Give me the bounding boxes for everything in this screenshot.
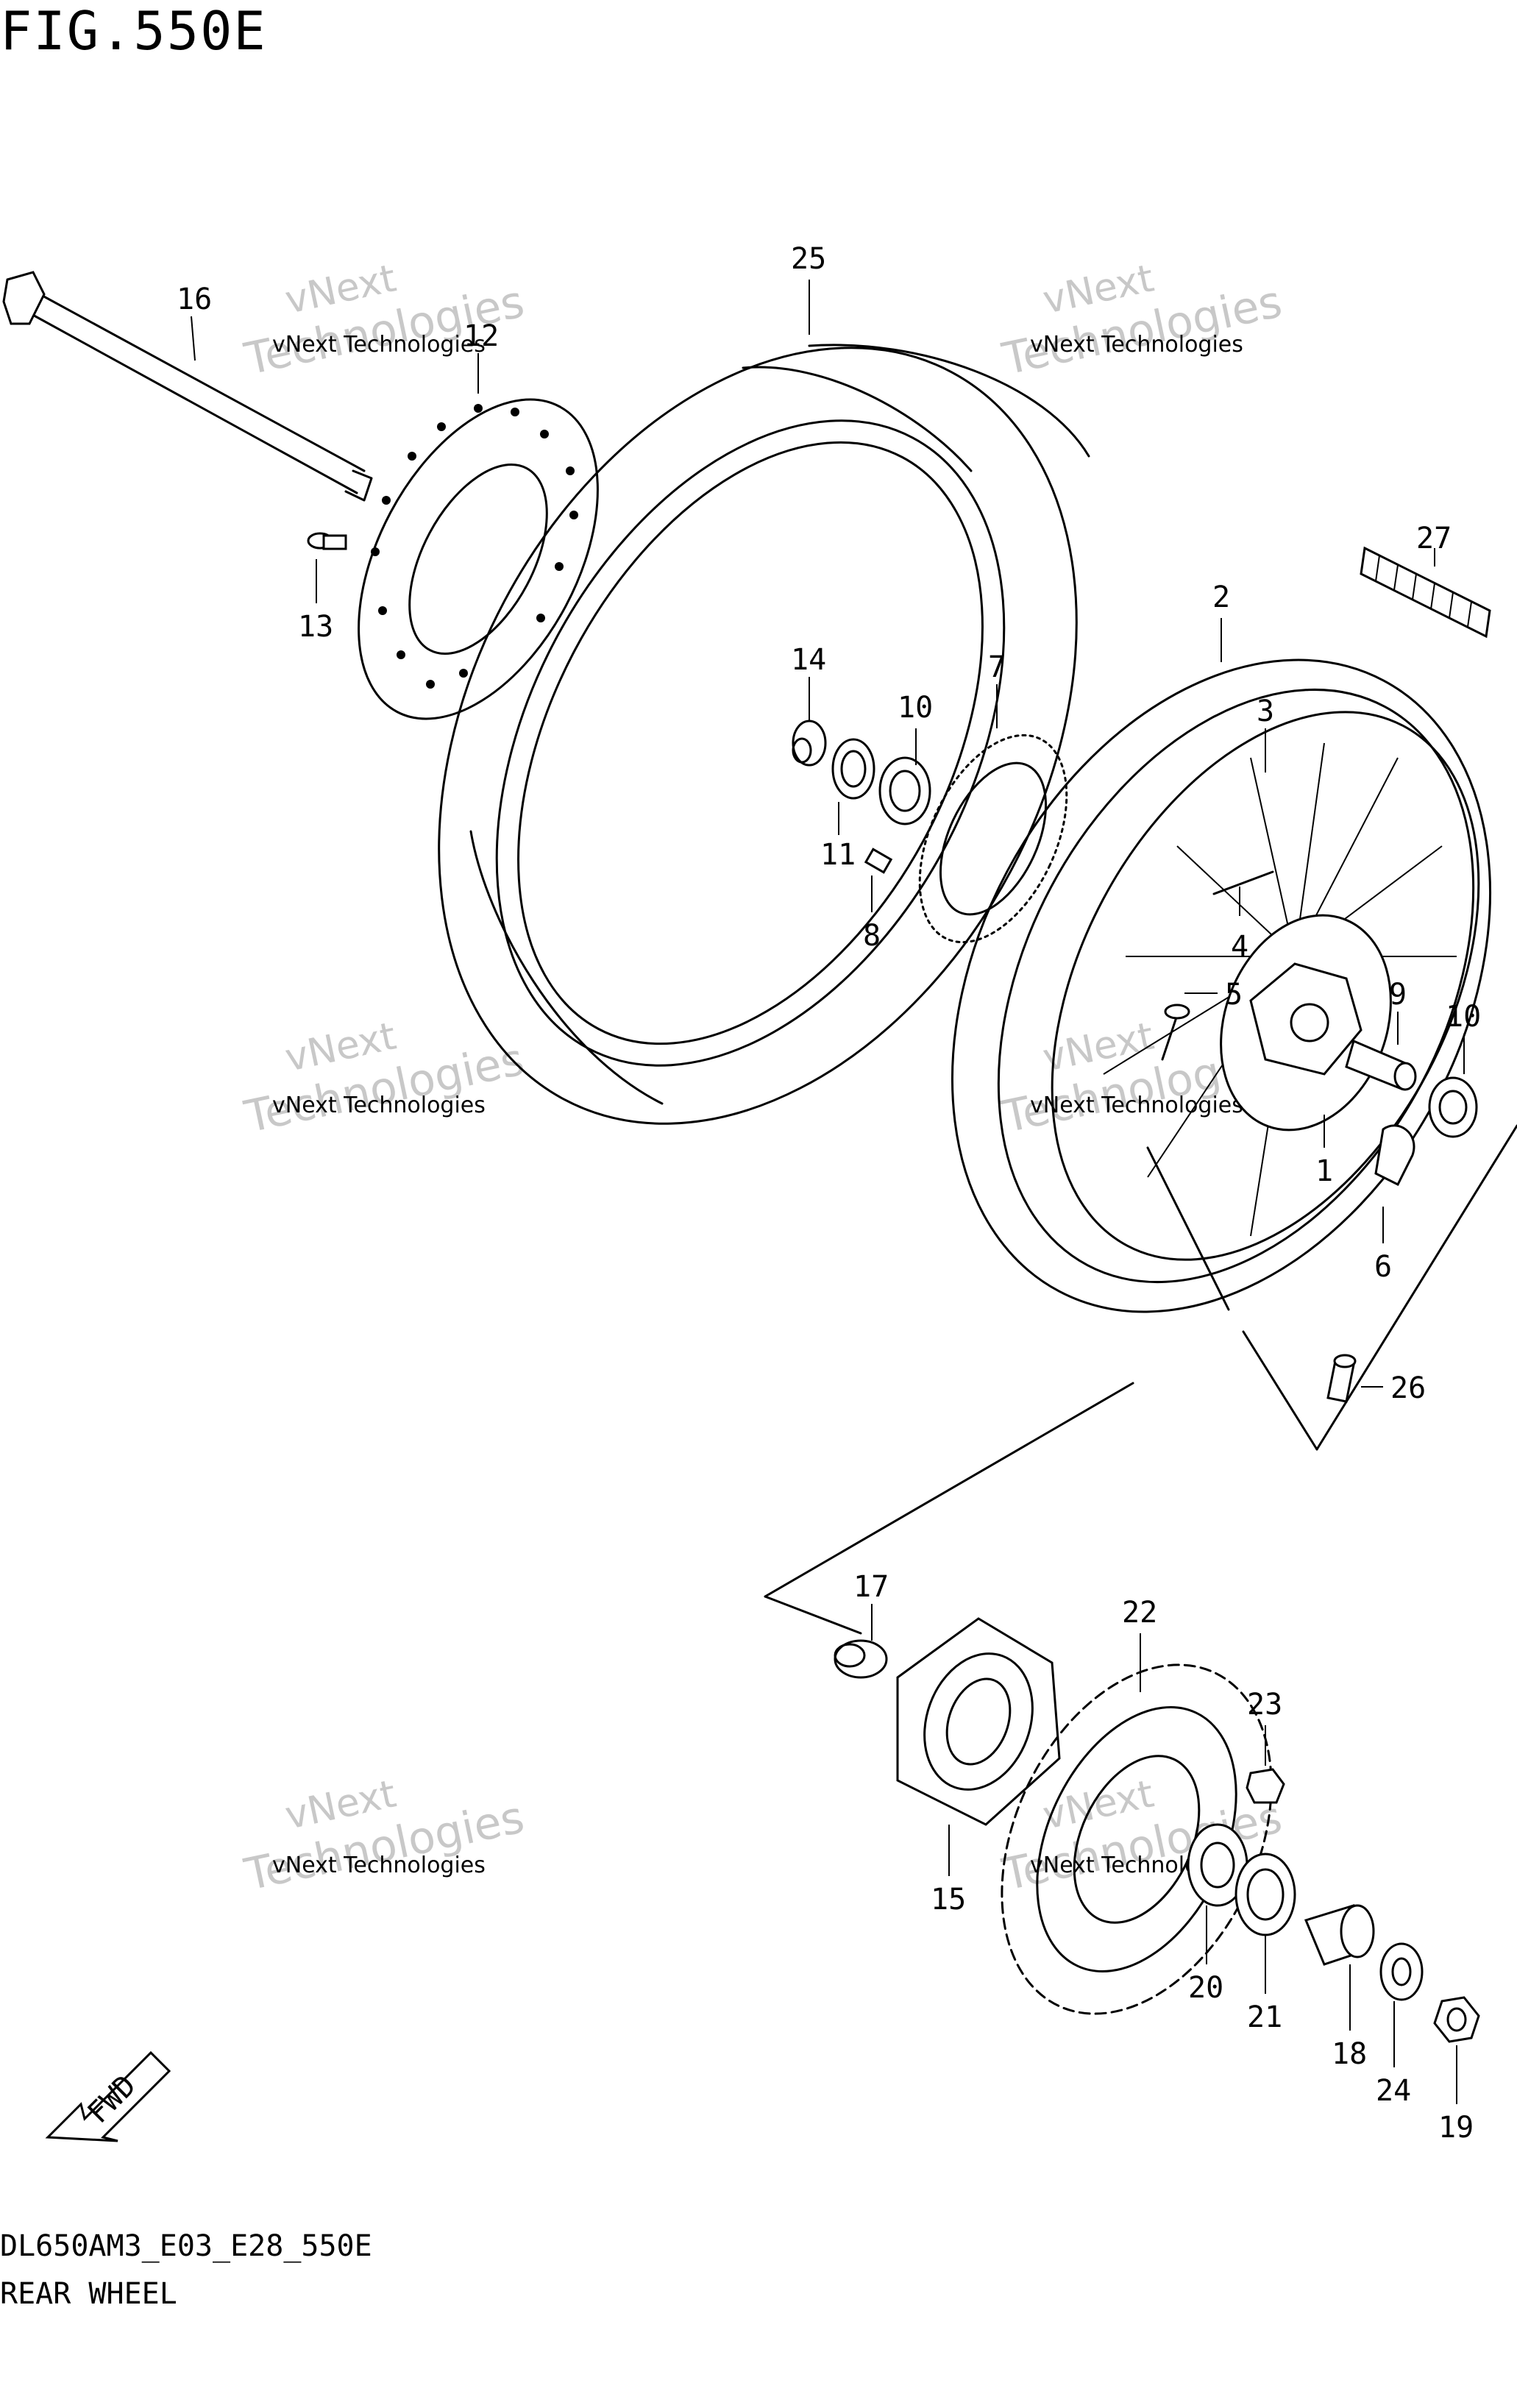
part-bearing-20 <box>1187 1823 1248 1907</box>
part-spacer-17 <box>834 1639 888 1679</box>
part-spacer-18 <box>1304 1904 1375 1966</box>
fwd-arrow-icon: FWD <box>45 2050 171 2142</box>
part-spacer-9 <box>1345 1039 1417 1091</box>
callout-25: 25 <box>791 242 826 276</box>
part-spacer-14 <box>792 720 827 767</box>
callout-18: 18 <box>1332 2037 1367 2071</box>
watermark-text: vNext Technologies <box>1030 1093 1243 1118</box>
part-tire <box>438 344 1090 1125</box>
part-seal-21 <box>1234 1853 1296 1936</box>
part-rim <box>951 658 1491 1313</box>
watermark-group: vNext Technologies vNext Technologies vN… <box>240 257 1287 1901</box>
part-balance-weight <box>1360 546 1491 639</box>
callout-26: 26 <box>1390 1371 1426 1405</box>
callout-17: 17 <box>853 1570 889 1604</box>
leader-lines <box>191 280 1465 2104</box>
part-disc-bolt <box>307 532 347 550</box>
figure-title: FIG.550E <box>0 0 267 62</box>
callout-14: 14 <box>791 643 826 677</box>
part-valve-3 <box>1212 870 1274 895</box>
part-sensor-ring-7 <box>918 734 1068 944</box>
part-bearing-10-right <box>1428 1076 1478 1138</box>
callout-15: 15 <box>931 1883 966 1917</box>
callout-6: 6 <box>1374 1250 1392 1284</box>
callout-7: 7 <box>988 650 1006 684</box>
callout-19: 19 <box>1438 2111 1474 2145</box>
part-sprocket-drum-15 <box>896 1617 1061 1826</box>
part-washer-24 <box>1379 1942 1424 2001</box>
callout-23: 23 <box>1247 1688 1282 1722</box>
part-screw-5 <box>1161 1004 1190 1061</box>
callout-1: 1 <box>1315 1154 1333 1188</box>
callout-21: 21 <box>1247 2000 1282 2034</box>
model-code: DL650AM3_E03_E28_550E <box>0 2229 372 2263</box>
callout-labels: 16 12 13 25 27 2 3 14 7 10 11 8 4 5 9 10… <box>177 242 1481 2145</box>
callout-10-right: 10 <box>1446 1000 1481 1034</box>
callout-4: 4 <box>1231 930 1248 964</box>
callout-3: 3 <box>1257 695 1274 728</box>
callout-20: 20 <box>1188 1971 1223 2005</box>
callout-9: 9 <box>1389 978 1407 1012</box>
callout-8: 8 <box>863 919 881 953</box>
watermark-text: vNext Technologies <box>272 1853 486 1878</box>
callout-10-left: 10 <box>898 691 933 725</box>
part-brake-disc <box>358 398 599 720</box>
part-nut-23 <box>1246 1768 1285 1804</box>
part-damper-6 <box>1374 1124 1415 1187</box>
assembly-lines <box>764 1124 1517 1635</box>
callout-5: 5 <box>1225 978 1243 1012</box>
part-seal-11 <box>831 738 875 800</box>
callout-2: 2 <box>1212 580 1230 614</box>
watermark-text: vNext Technologies <box>272 332 486 358</box>
part-valve-cap-26 <box>1326 1354 1357 1403</box>
watermark-text: vNext Technologies <box>1030 332 1243 358</box>
callout-11: 11 <box>820 838 856 872</box>
callout-22: 22 <box>1122 1596 1157 1630</box>
callout-13: 13 <box>298 610 333 644</box>
callout-24: 24 <box>1376 2074 1411 2108</box>
watermark-text: vNext Technologies <box>272 1093 486 1118</box>
part-axle <box>2 271 373 502</box>
part-nut-19 <box>1433 1996 1480 2043</box>
part-bolt-8 <box>864 848 893 874</box>
callout-16: 16 <box>177 283 212 316</box>
callout-27: 27 <box>1416 522 1452 555</box>
part-bearing-10-left <box>878 756 931 825</box>
callout-12: 12 <box>463 319 499 353</box>
section-name: REAR WHEEL <box>0 2277 177 2311</box>
